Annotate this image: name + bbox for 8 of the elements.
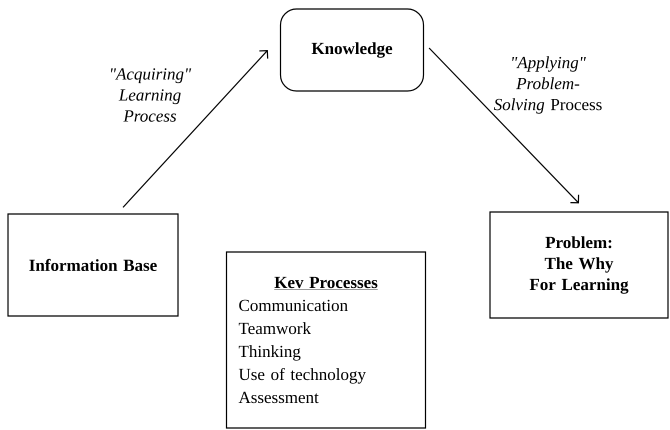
edge-label: "Acquiring" Learning Process	[111, 68, 192, 122]
rounded-box: Knowledge	[280, 8, 424, 92]
edge-label: "Applying" Problem-Solving Process	[494, 56, 602, 114]
list-box: Kev Processes Communication Teamwork Thinking Use of technology Assessment	[226, 251, 426, 429]
arrow	[122, 50, 268, 208]
process-box: Problem: The Why For Learning	[489, 211, 669, 319]
arrow	[428, 48, 580, 204]
process-box: Information Base	[7, 213, 179, 317]
